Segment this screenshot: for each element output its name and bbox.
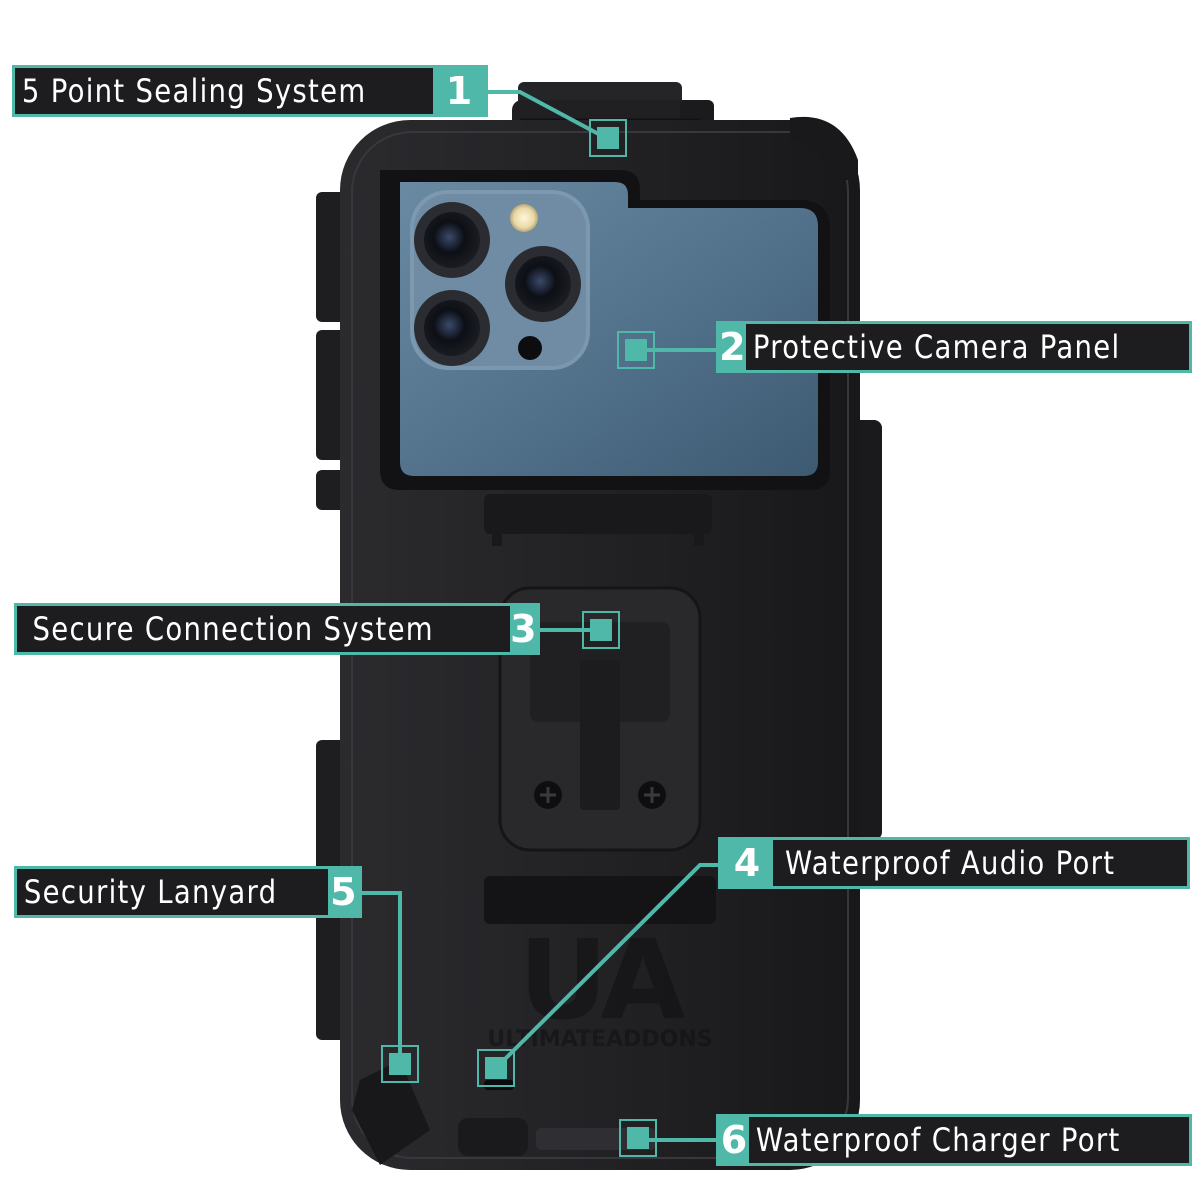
- callout-3-text: Secure Connection System: [32, 610, 434, 648]
- callout-4-number: 4: [721, 840, 773, 886]
- camera-window: [380, 170, 830, 490]
- callout-6: 6 Waterproof Charger Port: [716, 1114, 1192, 1166]
- callout-6-number: 6: [719, 1117, 749, 1163]
- lanyard-corner: [352, 1060, 430, 1165]
- svg-text:UA: UA: [518, 916, 685, 1044]
- callout-1-number: 1: [433, 68, 485, 114]
- callout-4: 4 Waterproof Audio Port: [718, 837, 1190, 889]
- callout-5: Security Lanyard 5: [14, 866, 362, 918]
- corner-latch: [790, 116, 858, 180]
- callout-3: Secure Connection System 3: [14, 603, 540, 655]
- upper-clip: [484, 494, 712, 546]
- callout-3-number: 3: [509, 606, 537, 652]
- brand-logo: UA ULTIMATEADDONS: [487, 916, 712, 1052]
- callout-2-text: Protective Camera Panel: [752, 328, 1121, 366]
- leader-lines: [360, 90, 718, 1142]
- svg-text:ULTIMATEADDONS: ULTIMATEADDONS: [487, 1027, 712, 1052]
- callout-5-number: 5: [327, 869, 359, 915]
- callout-4-text: Waterproof Audio Port: [785, 844, 1116, 882]
- charger-port-cover: [458, 1118, 528, 1156]
- callout-1: 5 Point Sealing System 1: [12, 65, 488, 117]
- callout-6-text: Waterproof Charger Port: [755, 1121, 1121, 1159]
- callout-5-text: Security Lanyard: [23, 873, 278, 911]
- lower-clip: [484, 876, 716, 924]
- mount-plate: [498, 586, 702, 852]
- callout-2: 2 Protective Camera Panel: [716, 321, 1192, 373]
- callout-1-text: 5 Point Sealing System: [21, 72, 367, 110]
- callout-2-number: 2: [719, 324, 746, 370]
